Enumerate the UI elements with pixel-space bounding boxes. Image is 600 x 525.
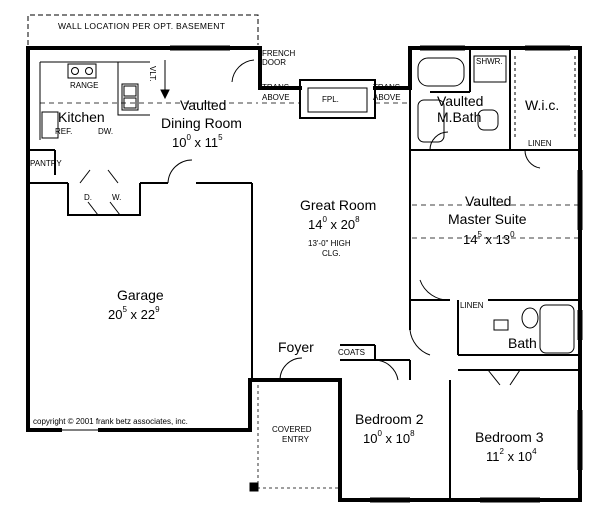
interior-walls [28, 48, 580, 500]
copyright-note: copyright © 2001 frank betz associates, … [33, 417, 188, 426]
covered-entry-label-2: ENTRY [282, 435, 309, 444]
vault-label: VLT. [148, 66, 157, 82]
dining-dimensions: 100 x 115 [172, 133, 223, 150]
ref-label: REF. [55, 127, 73, 136]
vault-arrow [160, 60, 170, 100]
pantry-label: PANTRY [30, 159, 62, 168]
foyer-label: Foyer [278, 339, 314, 355]
hall-bath-label: Bath [508, 335, 537, 351]
covered-entry-outline [257, 385, 338, 489]
master-suite-title-2: Master Suite [448, 211, 527, 227]
bedroom3-dimensions: 112 x 104 [486, 447, 537, 464]
kitchen-label: Kitchen [58, 109, 105, 125]
dining-title-1: Vaulted [180, 97, 227, 113]
french-door-label-1: FRENCH [262, 49, 296, 58]
ceiling-height-note-2: CLG. [322, 249, 341, 258]
bedroom2-label: Bedroom 2 [355, 411, 424, 427]
french-door-label-2: DOOR [262, 58, 286, 67]
transom-left-2: ABOVE [262, 93, 290, 102]
range-label: RANGE [70, 81, 99, 90]
garage-label: Garage [117, 287, 164, 303]
master-suite-dimensions: 145 x 130 [463, 230, 515, 247]
transom-left-1: TRANS. [262, 83, 292, 92]
bedroom2-dimensions: 100 x 108 [363, 429, 415, 446]
dryer-label: D. [84, 193, 92, 202]
garage-dimensions: 205 x 229 [108, 305, 160, 322]
transom-right-2: ABOVE [373, 93, 401, 102]
shower-label: SHWR. [476, 57, 503, 66]
fireplace [299, 79, 376, 119]
great-room-label: Great Room [300, 197, 377, 213]
dining-title-2: Dining Room [161, 115, 242, 131]
fireplace-label: FPL. [322, 95, 339, 104]
basement-note: WALL LOCATION PER OPT. BASEMENT [58, 21, 226, 31]
wic-label: W.i.c. [525, 97, 560, 113]
master-bath-title-2: M.Bath [437, 109, 482, 125]
coats-closet-label: COATS [338, 348, 365, 357]
exterior-walls [26, 46, 582, 502]
bedroom3-label: Bedroom 3 [475, 429, 544, 445]
basement-wall-frame [27, 14, 259, 45]
ceiling-height-note-1: 13'-0" HIGH [308, 239, 351, 248]
fixtures [41, 45, 583, 503]
great-room-dimensions: 140 x 208 [308, 215, 360, 232]
master-suite-title-1: Vaulted [465, 193, 512, 209]
dishwasher-label: DW. [98, 127, 114, 136]
hall-linen-label: LINEN [460, 301, 484, 310]
master-linen-label: LINEN [528, 139, 552, 148]
washer-label: W. [112, 193, 122, 202]
ceiling-lines [40, 102, 578, 239]
covered-entry-label-1: COVERED [272, 425, 312, 434]
door-swings [79, 59, 541, 386]
master-bath-title-1: Vaulted [437, 93, 484, 109]
transom-right-1: TRANS. [373, 83, 403, 92]
